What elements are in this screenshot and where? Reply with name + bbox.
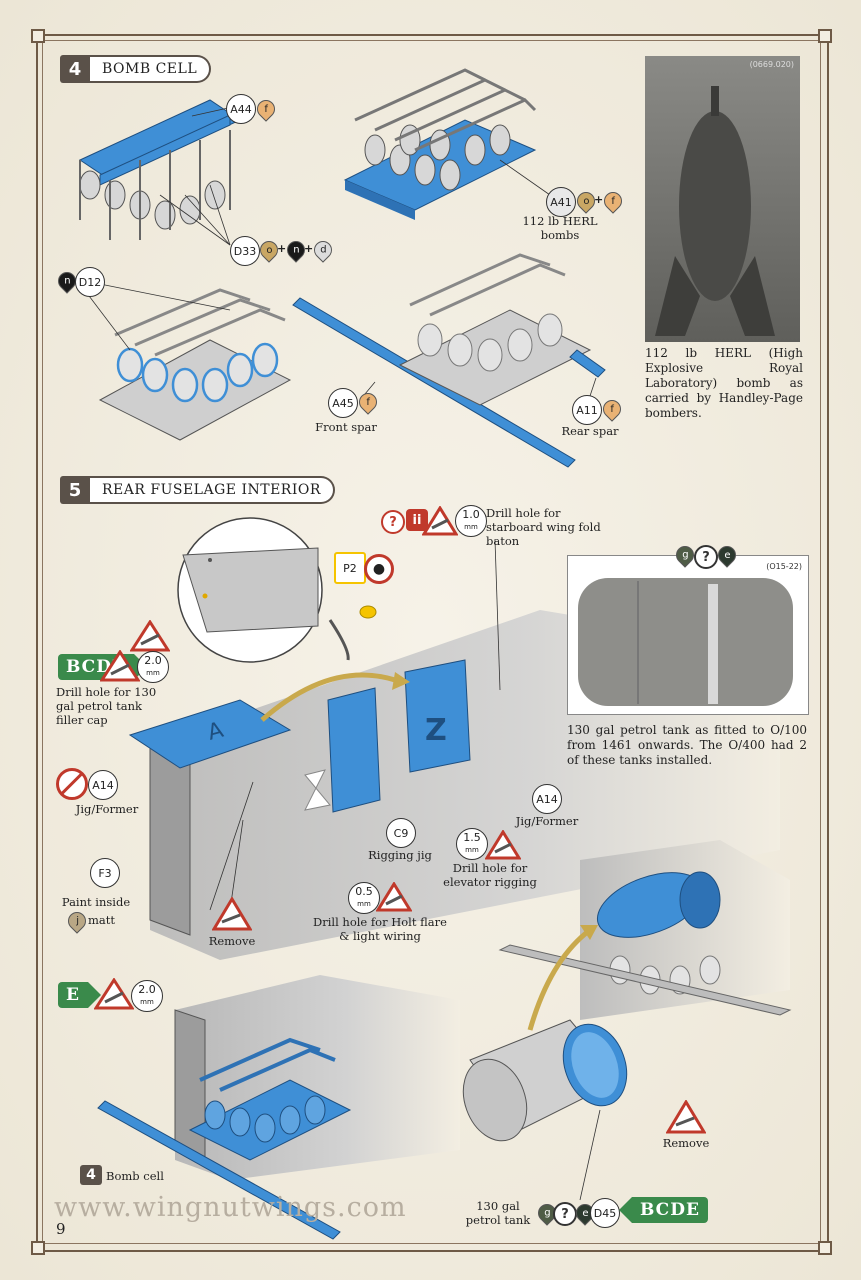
part-a11: A11 <box>572 395 602 425</box>
remove-warning-icon <box>212 897 252 931</box>
tank-in-bay-assembly <box>498 840 792 1020</box>
bomb-cell-assembly-3 <box>98 288 292 441</box>
part-d12: D12 <box>75 267 105 297</box>
paint-inside-label: Paint inside <box>61 895 131 909</box>
step-reference-4: 4 <box>80 1165 102 1185</box>
page-frame-inner <box>42 40 821 1244</box>
bottom-spar-shape <box>97 1100 341 1240</box>
frame-corner <box>31 1241 45 1255</box>
bomb-cell-assembly-4 <box>398 253 592 406</box>
drill-warning-icon <box>422 506 458 536</box>
option-ii-icon: ii <box>406 509 428 531</box>
step-number: 4 <box>60 55 90 83</box>
no-glue-icon <box>56 768 88 800</box>
part-d45: D45 <box>590 1198 620 1228</box>
bomb-cell-assembly-2 <box>343 68 537 220</box>
plus-sign: + <box>304 242 314 255</box>
photo-id: (0669.020) <box>749 60 794 69</box>
photo-id: (O15-22) <box>766 562 802 571</box>
part-d33: D33 <box>230 236 260 266</box>
elevator-drill-label: Drill hole for elevator rigging <box>443 861 537 889</box>
variant-tag-bcde: BCDE <box>619 1197 708 1223</box>
remove-label: Remove <box>662 1136 710 1150</box>
drill-warning-icon <box>376 882 412 912</box>
elephant-no-glue-icon: ● <box>364 554 394 584</box>
frame-corner <box>818 29 832 43</box>
variant-tag-e: E <box>58 982 101 1008</box>
reference-question-icon: ? <box>694 545 718 569</box>
bomb-photo: (0669.020) <box>645 56 800 342</box>
rear-spar-label: Rear spar <box>561 424 619 438</box>
part-c9: C9 <box>386 818 416 848</box>
bomb-cell-in-fuselage <box>188 1037 352 1161</box>
part-a14: A14 <box>532 784 562 814</box>
reference-question-icon: ? <box>553 1202 577 1226</box>
svg-text:A: A <box>205 718 226 746</box>
part-a41: A41 <box>546 187 576 217</box>
front-spar-label: Front spar <box>315 420 377 434</box>
section-5-header: 5 REAR FUSELAGE INTERIOR <box>60 476 335 504</box>
petrol-tank-photo-caption: 130 gal petrol tank as fitted to O/100 f… <box>567 723 807 767</box>
frame-corner <box>31 29 45 43</box>
holt-flare-drill-label: Drill hole for Holt flare & light wiring <box>313 915 447 943</box>
page-frame-outer <box>36 34 829 1252</box>
matt-label: matt <box>88 913 116 927</box>
bombs-label: 112 lb HERL bombs <box>522 214 598 242</box>
website-watermark: www.wingnutwings.com <box>54 1192 407 1223</box>
step-number: 5 <box>60 476 90 504</box>
part-p2: P2 <box>334 552 366 584</box>
plus-sign: + <box>594 193 604 206</box>
svg-text:Z: Z <box>425 713 447 748</box>
part-a14: A14 <box>88 770 118 800</box>
remove-warning-icon <box>666 1100 706 1134</box>
drill-warning-icon <box>94 978 134 1010</box>
rigging-jig-label: Rigging jig <box>368 848 432 862</box>
plus-sign: + <box>277 242 287 255</box>
bomb-cell-ref-label: Bomb cell <box>106 1169 164 1183</box>
drill-warning-icon <box>100 650 140 682</box>
part-f3: F3 <box>90 858 120 888</box>
filler-cap-panel <box>128 699 292 769</box>
petrol-tank-shape <box>462 1019 628 1142</box>
remove-label: Remove <box>208 934 256 948</box>
bomb-cell-assembly-1 <box>78 99 242 240</box>
petrol-tank-label: 130 gal petrol tank <box>465 1199 531 1227</box>
reference-question-icon: ? <box>381 510 405 534</box>
petrol-tank-photo: (O15-22) <box>567 555 809 715</box>
jig-former-label: Jig/Former <box>75 802 139 816</box>
drill-warning-icon <box>485 830 521 860</box>
filler-cap-drill-label: Drill hole for 130 gal petrol tank fille… <box>56 685 157 727</box>
bomb-photo-caption: 112 lb HERL (High Explosive Royal Labora… <box>645 346 803 420</box>
jig-former-shape <box>404 659 471 773</box>
drill-warning-icon <box>130 620 170 652</box>
step-title: BOMB CELL <box>90 55 212 83</box>
section-4-header: 4 BOMB CELL <box>60 55 212 83</box>
starboard-wing-drill-label: Drill hole for starboard wing fold baton <box>486 506 601 548</box>
page-number: 9 <box>56 1220 66 1238</box>
step-title: REAR FUSELAGE INTERIOR <box>90 476 335 504</box>
part-a44: A44 <box>226 94 256 124</box>
jig-former-label: Jig/Former <box>515 814 579 828</box>
rigging-jig-shape <box>327 687 381 813</box>
frame-corner <box>818 1241 832 1255</box>
part-a45: A45 <box>328 388 358 418</box>
